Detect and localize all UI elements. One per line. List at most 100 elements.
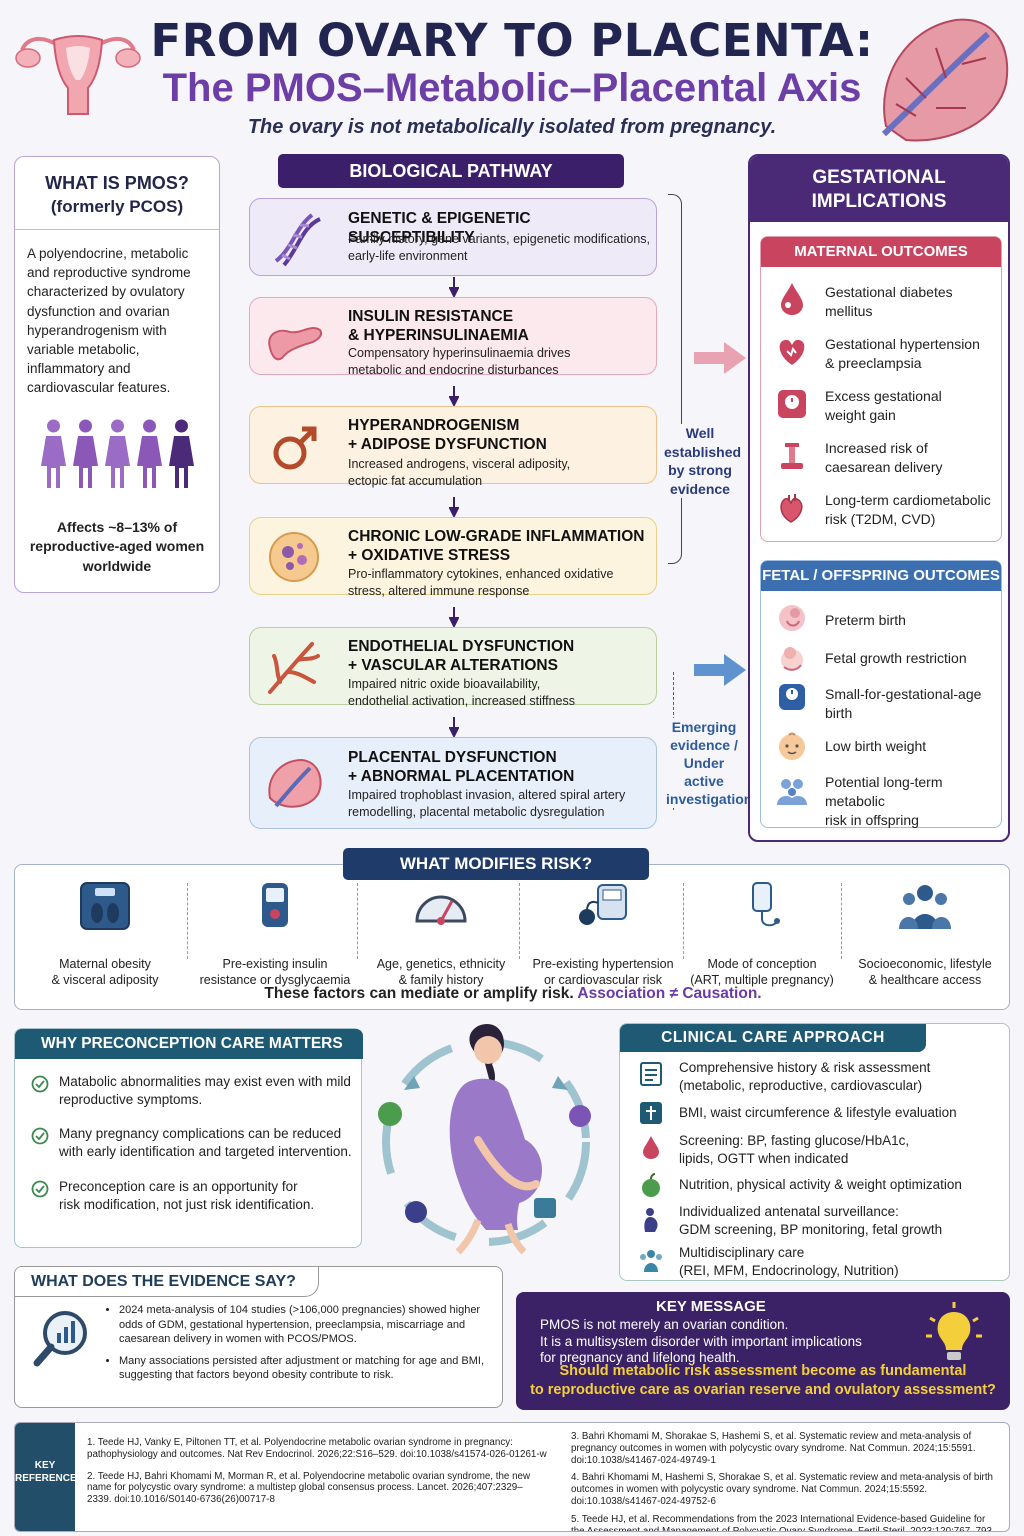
key-message-panel: KEY MESSAGE PMOS is not merely an ovaria… bbox=[516, 1292, 1010, 1410]
key-message-text: PMOS is not merely an ovarian condition.… bbox=[540, 1317, 862, 1365]
check-circle-icon bbox=[31, 1180, 49, 1198]
body-measure-icon bbox=[640, 1102, 662, 1124]
woman-icon bbox=[104, 419, 130, 488]
family-icon bbox=[777, 779, 807, 805]
male-symbol-icon bbox=[273, 426, 317, 470]
check-circle-icon bbox=[31, 1127, 49, 1145]
emerging-evidence-label: Emerging evidence / Under active investi… bbox=[666, 718, 753, 808]
what-is-pmos-panel: WHAT IS PMOS? (formerly PCOS) A polyendo… bbox=[14, 156, 220, 593]
modifier-age: Age, genetics, ethnicity& family history bbox=[363, 881, 519, 988]
risk-modifiers-heading: WHAT MODIFIES RISK? bbox=[343, 848, 649, 880]
clinical-care-panel: CLINICAL CARE APPROACH Comprehensive his… bbox=[619, 1023, 1010, 1281]
evidence-panel: WHAT DOES THE EVIDENCE SAY? 2024 meta-an… bbox=[14, 1266, 503, 1408]
pathway-step-androgen: HYPERANDROGENISM+ ADIPOSE DYSFUNCTION In… bbox=[249, 406, 657, 488]
magnifier-chart-icon bbox=[33, 1311, 87, 1367]
gestational-implications-panel: GESTATIONAL IMPLICATIONS MATERNAL OUTCOM… bbox=[748, 154, 1010, 842]
pancreas-icon bbox=[268, 327, 322, 361]
arrow-right-icon bbox=[694, 654, 746, 686]
arrow-down-icon bbox=[449, 497, 459, 517]
blood-drop-icon bbox=[781, 283, 803, 315]
reference-item: 4. Bahri Khomami M, Hashemi S, Shorakae … bbox=[571, 1472, 993, 1507]
pathway-step-placental: PLACENTAL DYSFUNCTION+ ABNORMAL PLACENTA… bbox=[249, 737, 657, 829]
uterus-illustration bbox=[15, 35, 141, 115]
key-question: Should metabolic risk assessment become … bbox=[530, 1363, 996, 1398]
preconception-panel: WHY PRECONCEPTION CARE MATTERS Matabolic… bbox=[14, 1028, 363, 1248]
reference-item: 3. Bahri Khomami M, Shorakae S, Hashemi … bbox=[571, 1431, 976, 1466]
separator bbox=[841, 883, 842, 959]
preconception-heading: WHY PRECONCEPTION CARE MATTERS bbox=[15, 1029, 363, 1059]
community-icon bbox=[899, 885, 951, 929]
gestational-heading: GESTATIONAL IMPLICATIONS bbox=[750, 156, 1008, 222]
woman-icon bbox=[136, 419, 162, 488]
dna-icon bbox=[274, 213, 321, 267]
arrow-right-icon bbox=[694, 342, 746, 374]
arrow-down-icon bbox=[449, 277, 459, 297]
page-title: FROM OVARY TO PLACENTA: bbox=[150, 14, 874, 67]
placenta-illustration bbox=[881, 18, 1009, 142]
divider bbox=[15, 229, 219, 230]
evidence-list: 2024 meta-analysis of 104 studies (>106,… bbox=[105, 1303, 497, 1390]
pmos-description: A polyendocrine, metabolic and reproduct… bbox=[27, 246, 191, 396]
separator bbox=[519, 883, 520, 959]
references-right: 3. Bahri Khomami M, Shorakae S, Hashemi … bbox=[571, 1431, 1001, 1532]
baby-face-icon bbox=[779, 732, 805, 760]
key-message-heading: KEY MESSAGE bbox=[656, 1298, 766, 1315]
anatomical-heart-icon bbox=[780, 494, 803, 523]
modifier-obesity: Maternal obesity& visceral adiposity bbox=[23, 881, 187, 988]
placenta-icon bbox=[268, 758, 322, 808]
reference-item: 1. Teede HJ, Vanky E, Piltonen TT, et al… bbox=[87, 1437, 547, 1460]
check-circle-icon bbox=[31, 1075, 49, 1093]
women-icons bbox=[15, 418, 219, 490]
iv-bag-icon bbox=[752, 882, 780, 927]
well-established-label: Well established by strong evidence bbox=[664, 424, 742, 498]
what-is-heading: WHAT IS PMOS? (formerly PCOS) bbox=[45, 173, 189, 216]
blood-pressure-monitor-icon bbox=[579, 884, 627, 925]
woman-icon bbox=[168, 419, 194, 488]
woman-icon bbox=[40, 419, 66, 488]
fetal-outcomes-box: FETAL / OFFSPRING OUTCOMES Preterm birth… bbox=[760, 560, 1002, 828]
arrow-down-icon bbox=[449, 607, 459, 627]
page-subtitle: The PMOS–Metabolic–Placental Axis bbox=[162, 66, 862, 110]
inflammatory-cell-icon bbox=[269, 532, 319, 582]
clinical-care-heading: CLINICAL CARE APPROACH bbox=[620, 1024, 926, 1052]
glucometer-icon bbox=[262, 883, 288, 927]
prevalence-text: Affects ~8–13% of reproductive-aged wome… bbox=[29, 518, 205, 574]
evidence-heading: WHAT DOES THE EVIDENCE SAY? bbox=[15, 1267, 319, 1297]
blood-vessel-icon bbox=[268, 642, 320, 694]
bathroom-scale-icon bbox=[80, 882, 130, 930]
fetal-heading: FETAL / OFFSPRING OUTCOMES bbox=[761, 561, 1001, 591]
arrow-down-icon bbox=[449, 386, 459, 406]
fetus-icon bbox=[779, 605, 805, 631]
references-left: 1. Teede HJ, Vanky E, Piltonen TT, et al… bbox=[87, 1437, 547, 1512]
pathway-step-insulin: INSULIN RESISTANCE& HYPERINSULINAEMIA Co… bbox=[249, 297, 657, 377]
arrow-down-icon bbox=[449, 717, 459, 737]
references-panel: KEY REFERENCES 1. Teede HJ, Vanky E, Pil… bbox=[14, 1422, 1010, 1532]
pregnant-person-icon bbox=[644, 1208, 658, 1232]
list-item: Many associations persisted after adjust… bbox=[119, 1354, 497, 1383]
list-item: 2024 meta-analysis of 104 studies (>106,… bbox=[119, 1303, 497, 1347]
heart-icon bbox=[779, 339, 805, 365]
separator bbox=[187, 883, 188, 959]
gauge-icon bbox=[415, 895, 467, 925]
tagline: The ovary is not metabolically isolated … bbox=[247, 116, 777, 138]
pathway-step-inflammation: CHRONIC LOW-GRADE INFLAMMATION+ OXIDATIV… bbox=[249, 517, 657, 598]
woman-icon bbox=[72, 419, 98, 488]
pathway-step-genetic: GENETIC & EPIGENETIC SUSCEPTIBILITY Fami… bbox=[249, 198, 657, 276]
modifier-conception: Mode of conception(ART, multiple pregnan… bbox=[687, 881, 837, 988]
lightbulb-icon bbox=[926, 1302, 982, 1360]
apple-icon bbox=[642, 1173, 660, 1197]
fetus-icon bbox=[781, 647, 803, 671]
team-icon bbox=[640, 1250, 662, 1272]
reference-item: 2. Teede HJ, Bahri Khomami M, Morman R, … bbox=[87, 1470, 531, 1506]
modifier-socioeconomic: Socioeconomic, lifestyle& healthcare acc… bbox=[845, 881, 1005, 988]
separator bbox=[683, 883, 684, 959]
pathway-step-endothelial: ENDOTHELIAL DYSFUNCTION+ VASCULAR ALTERA… bbox=[249, 627, 657, 708]
pregnant-woman-illustration bbox=[378, 1024, 591, 1255]
surgical-tool-icon bbox=[781, 443, 803, 469]
reference-item: 5. Teede HJ, et al. Recommendations from… bbox=[571, 1513, 995, 1532]
evidence-bracket bbox=[668, 194, 682, 564]
references-label: KEY REFERENCES bbox=[15, 1423, 83, 1531]
blood-drop-icon bbox=[643, 1136, 659, 1159]
